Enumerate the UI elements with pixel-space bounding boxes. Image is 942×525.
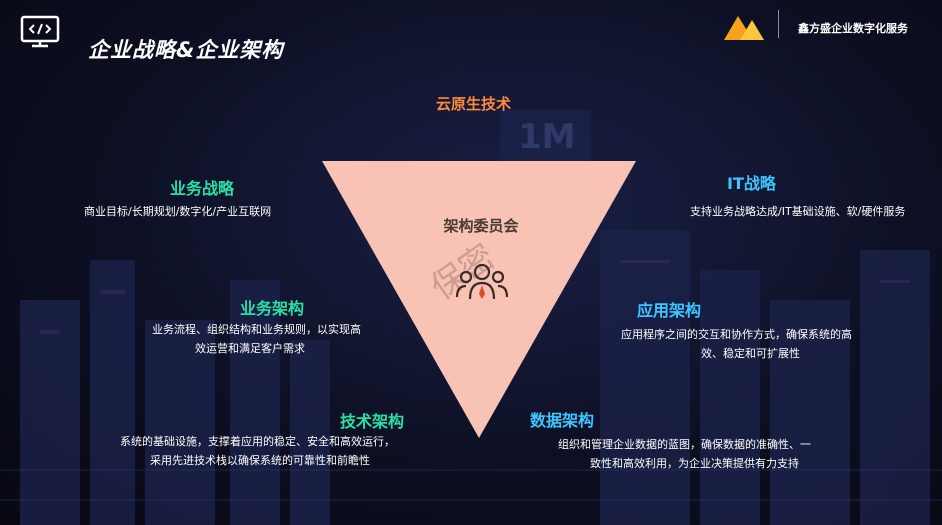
data-arch-desc-line: 组织和管理企业数据的蓝图，确保数据的准确性、一 [558, 438, 811, 451]
business-strategy-desc: 商业目标/长期规划/数字化/产业互联网 [84, 205, 272, 218]
architecture-committee-label: 架构委员会 [443, 217, 519, 235]
logo-divider [778, 10, 779, 38]
business-arch-desc-line: 效运营和满足客户需求 [195, 342, 305, 355]
business-arch-title: 业务架构 [240, 299, 305, 318]
it-strategy-desc: 支持业务战略达成/IT基础设施、软/硬件服务 [690, 205, 906, 218]
business-arch-desc: 业务流程、组织结构和业务规则，以实现高 效运营和满足客户需求 [129, 320, 361, 358]
page-title: 企业战略&企业架构 [88, 38, 284, 62]
app-arch-desc-line: 效、稳定和可扩展性 [701, 347, 800, 360]
data-arch-desc-line: 致性和高效利用，为企业决策提供有力支持 [590, 457, 799, 470]
tech-arch-desc-line: 采用先进技术栈以确保系统的可靠性和前瞻性 [150, 454, 370, 467]
people-group-icon [455, 263, 509, 300]
business-strategy-title: 业务战略 [170, 179, 235, 198]
business-arch-desc-line: 业务流程、组织结构和业务规则，以实现高 [152, 323, 361, 336]
tech-arch-desc-line: 系统的基础设施，支撑着应用的稳定、安全和高效运行， [120, 435, 395, 448]
data-arch-desc: 组织和管理企业数据的蓝图，确保数据的准确性、一 致性和高效利用，为企业决策提供有… [558, 435, 811, 473]
monitor-code-icon [20, 15, 60, 48]
data-arch-title: 数据架构 [530, 411, 595, 430]
svg-text:1M: 1M [518, 117, 576, 157]
brand-name: 鑫方盛企业数字化服务 [798, 22, 908, 35]
tech-arch-title: 技术架构 [340, 412, 405, 431]
cloud-native-label: 云原生技术 [436, 95, 512, 113]
brand-logo-icon [724, 16, 764, 40]
tech-arch-desc: 系统的基础设施，支撑着应用的稳定、安全和高效运行， 采用先进技术栈以确保系统的可… [120, 432, 395, 470]
it-strategy-title: IT战略 [727, 174, 776, 193]
app-arch-desc-line: 应用程序之间的交互和协作方式，确保系统的高 [621, 328, 852, 341]
app-arch-desc: 应用程序之间的交互和协作方式，确保系统的高 效、稳定和可扩展性 [621, 325, 852, 363]
app-arch-title: 应用架构 [637, 301, 702, 320]
